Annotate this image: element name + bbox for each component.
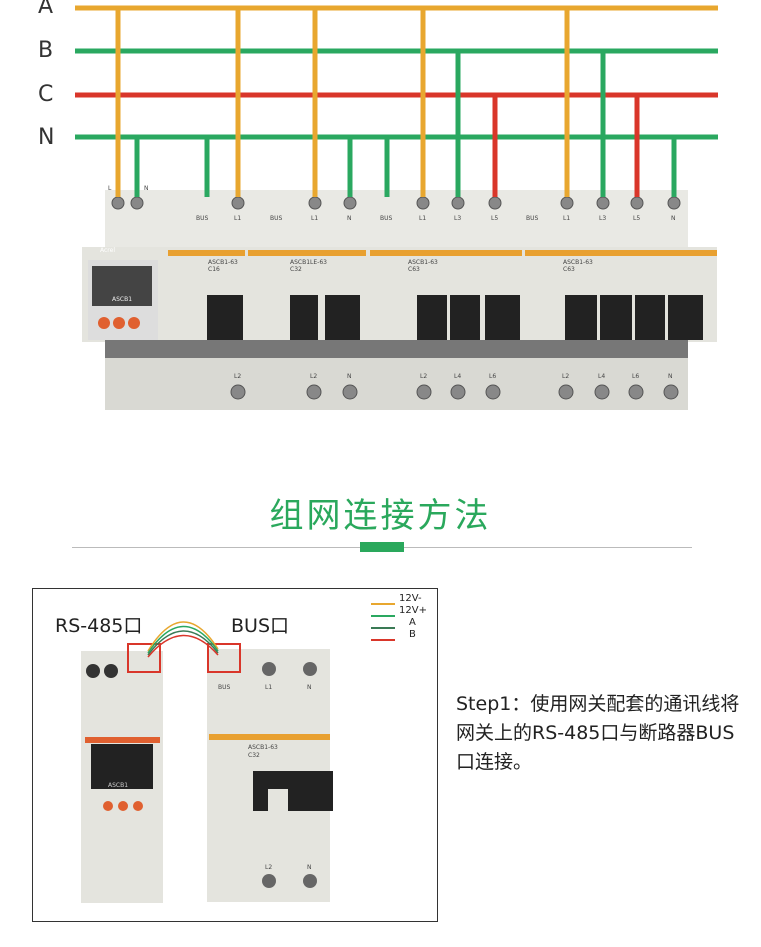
term-m1-l1: L1 bbox=[234, 215, 241, 222]
term-m3-l3: L3 bbox=[454, 215, 461, 222]
bterm: L4 bbox=[454, 373, 461, 380]
gateway-model: ASCB1 bbox=[112, 296, 132, 303]
step-instruction: Step1：使用网关配套的通讯线将网关上的RS-485口与断路器BUS口连接。 bbox=[456, 693, 740, 773]
term: N bbox=[307, 684, 312, 691]
term-m3-bus: BUS bbox=[380, 215, 393, 222]
legend-b: B bbox=[409, 629, 416, 640]
bterm: L2 bbox=[420, 373, 427, 380]
term-m2-l1: L1 bbox=[311, 215, 318, 222]
bterm: L2 bbox=[562, 373, 569, 380]
phase-label-n: N bbox=[38, 125, 55, 150]
term: L1 bbox=[265, 684, 272, 691]
term-gw-l: L bbox=[108, 185, 112, 192]
legend-12v-minus: 12V- bbox=[399, 593, 422, 604]
wiring-diagram: L N BUS L1 BUS L1 N BUS L1 L3 L5 BUS L1 … bbox=[75, 5, 718, 410]
breaker-rating: C63 bbox=[408, 266, 420, 273]
breaker-model: ASCB1-63 bbox=[563, 259, 593, 266]
bterm: L6 bbox=[632, 373, 639, 380]
bterm: L6 bbox=[489, 373, 496, 380]
term-m4-l3: L3 bbox=[599, 215, 606, 222]
term: BUS bbox=[218, 684, 231, 691]
breaker-model: ASCB1LE-63 bbox=[290, 259, 327, 266]
term: L2 bbox=[265, 864, 272, 871]
term: N bbox=[307, 864, 312, 871]
bterm: L2 bbox=[310, 373, 317, 380]
breaker-model: ASCB1-63 bbox=[248, 744, 278, 751]
phase-label-a: A bbox=[38, 0, 54, 19]
breaker-rating: C16 bbox=[208, 266, 220, 273]
legend-a: A bbox=[409, 617, 416, 628]
bterm: L4 bbox=[598, 373, 605, 380]
term-m2-bus: BUS bbox=[270, 215, 283, 222]
gateway-screen bbox=[92, 266, 152, 306]
divider-accent bbox=[360, 542, 404, 552]
breaker-rating: C32 bbox=[248, 752, 260, 759]
devices-panel bbox=[82, 190, 717, 410]
breaker-rating: C63 bbox=[563, 266, 575, 273]
legend-12v-plus: 12V+ bbox=[399, 605, 427, 616]
term-m3-l5: L5 bbox=[491, 215, 498, 222]
breaker-model: ASCB1-63 bbox=[408, 259, 438, 266]
bus-port-highlight bbox=[207, 643, 241, 673]
term-m4-n: N bbox=[671, 215, 676, 222]
term-gw-n: N bbox=[144, 185, 149, 192]
bus-label: BUS口 bbox=[231, 615, 290, 637]
phase-label-c: C bbox=[38, 82, 54, 107]
gateway-model: ASCB1 bbox=[108, 782, 128, 789]
term-m1-bus: BUS bbox=[196, 215, 209, 222]
bterm: L2 bbox=[234, 373, 241, 380]
term-m3-l1: L1 bbox=[419, 215, 426, 222]
section-title: 组网连接方法 bbox=[269, 496, 492, 536]
brand-logo: Acrel bbox=[100, 247, 115, 254]
breaker-rating: C32 bbox=[290, 266, 302, 273]
connection-diagram: BUS L1 N L2 N ASCB1-63 C32 ASCB1 RS-485口… bbox=[32, 588, 438, 922]
phase-label-b: B bbox=[38, 38, 54, 63]
term-m2-n: N bbox=[347, 215, 352, 222]
term-m4-l5: L5 bbox=[633, 215, 640, 222]
term-m4-l1: L1 bbox=[563, 215, 570, 222]
phase-wires bbox=[75, 5, 718, 197]
bterm: N bbox=[668, 373, 673, 380]
rs485-label: RS-485口 bbox=[55, 615, 143, 637]
comm-cable bbox=[147, 621, 219, 658]
bterm: N bbox=[347, 373, 352, 380]
term-m4-bus: BUS bbox=[526, 215, 539, 222]
breaker-model: ASCB1-63 bbox=[208, 259, 238, 266]
rs485-port-highlight bbox=[127, 643, 161, 673]
